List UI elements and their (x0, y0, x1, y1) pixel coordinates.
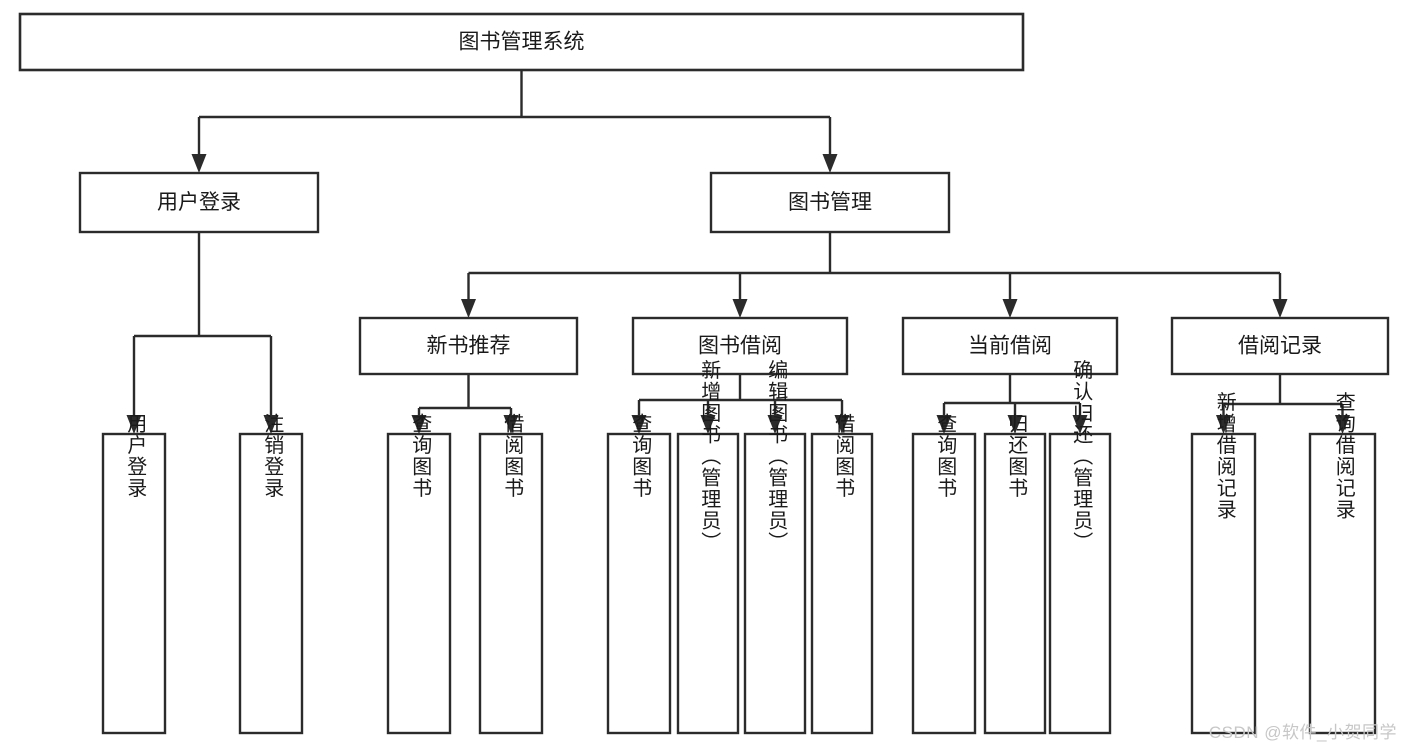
node-box-leaf-borrow-book[interactable] (810, 432, 874, 735)
node-leaf-logout-login[interactable]: 注销登录 (238, 413, 304, 735)
connector-edge-user-login-bus (126, 232, 279, 434)
node-label-user-login: 用户登录 (157, 191, 241, 214)
node-new-book-recommend[interactable]: 新书推荐 (358, 316, 579, 376)
node-box-borrow-record[interactable] (1170, 316, 1390, 376)
node-label-book-manage: 图书管理 (788, 191, 872, 214)
node-box-leaf-query-borrow-record[interactable] (1308, 432, 1377, 735)
node-label-borrow-record: 借阅记录 (1238, 335, 1322, 358)
node-leaf-query-book-current[interactable]: 查询图书 (911, 413, 977, 735)
node-leaf-borrow-book[interactable]: 借阅图书 (810, 413, 874, 735)
node-borrow-record[interactable]: 借阅记录 (1170, 316, 1390, 376)
node-leaf-borrow-book-rec[interactable]: 借阅图书 (478, 413, 544, 735)
node-box-new-book-recommend[interactable] (358, 316, 579, 376)
node-book-manage[interactable]: 图书管理 (709, 171, 951, 234)
node-box-leaf-add-borrow-record[interactable] (1190, 432, 1257, 735)
node-box-leaf-edit-book-admin[interactable] (743, 432, 807, 735)
node-label-leaf-query-borrow-record: 查询借阅记录 (1332, 391, 1355, 520)
node-label-root: 图书管理系统 (459, 31, 585, 54)
node-box-leaf-confirm-return-admin[interactable] (1048, 432, 1112, 735)
node-label-leaf-borrow-book-rec: 借阅图书 (501, 413, 524, 499)
node-label-leaf-return-book: 归还图书 (1005, 413, 1028, 499)
node-layer: 图书管理系统用户登录图书管理新书推荐图书借阅当前借阅借阅记录用户登录注销登录查询… (18, 12, 1390, 735)
node-label-leaf-confirm-return-admin: 确认归还（管理员） (1070, 359, 1093, 553)
node-label-leaf-borrow-book: 借阅图书 (832, 413, 855, 499)
node-box-leaf-borrow-book-rec[interactable] (478, 432, 544, 735)
node-box-leaf-logout-login[interactable] (238, 432, 304, 735)
connector-edge-current-borrow-bus (936, 374, 1088, 434)
node-label-leaf-add-book-admin: 新增图书（管理员） (698, 359, 721, 553)
node-leaf-add-borrow-record[interactable]: 新增借阅记录 (1190, 391, 1257, 735)
node-label-book-borrow: 图书借阅 (698, 335, 782, 358)
node-box-book-borrow[interactable] (631, 316, 849, 376)
node-box-user-login[interactable] (78, 171, 320, 234)
node-box-leaf-query-book-rec[interactable] (386, 432, 452, 735)
node-leaf-confirm-return-admin[interactable]: 确认归还（管理员） (1048, 359, 1112, 735)
node-book-borrow[interactable]: 图书借阅 (631, 316, 849, 376)
node-label-new-book-recommend: 新书推荐 (427, 335, 511, 358)
node-box-leaf-user-login[interactable] (101, 432, 167, 735)
connector-edge-book-borrow-bus (631, 374, 850, 434)
node-current-borrow[interactable]: 当前借阅 (901, 316, 1119, 376)
node-leaf-edit-book-admin[interactable]: 编辑图书（管理员） (743, 359, 807, 735)
node-box-leaf-query-book-current[interactable] (911, 432, 977, 735)
node-label-leaf-user-login: 用户登录 (124, 413, 147, 499)
connector-edge-new-book-recommend-bus (411, 374, 519, 434)
node-leaf-return-book[interactable]: 归还图书 (983, 413, 1047, 735)
node-user-login[interactable]: 用户登录 (78, 171, 320, 234)
node-box-leaf-query-book-borrow[interactable] (606, 432, 672, 735)
node-leaf-query-book-borrow[interactable]: 查询图书 (606, 413, 672, 735)
connector-edge-root-bus (191, 70, 838, 173)
node-label-leaf-query-book-current: 查询图书 (934, 413, 957, 499)
connector-layer (126, 70, 1350, 434)
node-box-book-manage[interactable] (709, 171, 951, 234)
node-leaf-add-book-admin[interactable]: 新增图书（管理员） (676, 359, 740, 735)
node-box-root[interactable] (18, 12, 1025, 72)
node-leaf-user-login[interactable]: 用户登录 (101, 413, 167, 735)
node-label-current-borrow: 当前借阅 (968, 335, 1052, 358)
node-box-current-borrow[interactable] (901, 316, 1119, 376)
node-label-leaf-query-book-borrow: 查询图书 (629, 413, 652, 499)
node-label-leaf-logout-login: 注销登录 (261, 413, 284, 499)
node-leaf-query-book-rec[interactable]: 查询图书 (386, 413, 452, 735)
node-box-leaf-return-book[interactable] (983, 432, 1047, 735)
connector-edge-book-manage-bus (461, 232, 1288, 318)
node-label-leaf-edit-book-admin: 编辑图书（管理员） (765, 359, 788, 553)
node-label-leaf-query-book-rec: 查询图书 (409, 413, 432, 499)
node-label-leaf-add-borrow-record: 新增借阅记录 (1213, 391, 1236, 520)
connector-edge-borrow-record-bus (1216, 374, 1350, 434)
node-leaf-query-borrow-record[interactable]: 查询借阅记录 (1308, 391, 1377, 735)
node-root[interactable]: 图书管理系统 (18, 12, 1025, 72)
node-box-leaf-add-book-admin[interactable] (676, 432, 740, 735)
